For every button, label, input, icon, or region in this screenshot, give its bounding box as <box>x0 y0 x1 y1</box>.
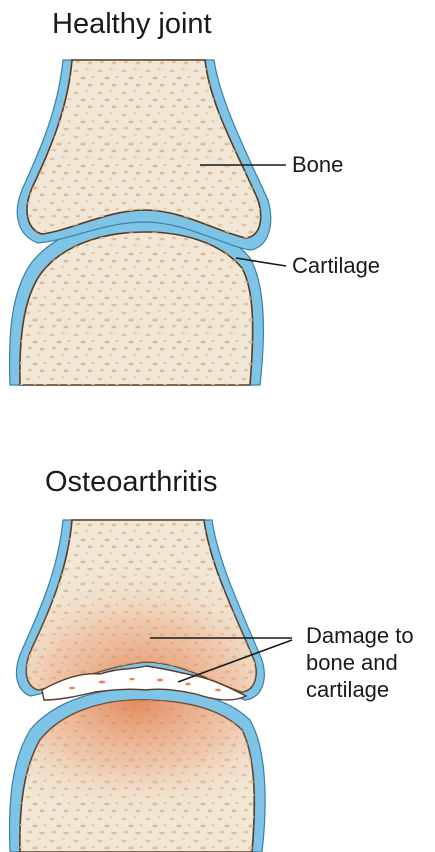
healthy-joint <box>10 60 286 385</box>
damage-label: Damage to bone and cartilage <box>306 622 434 703</box>
osteoarthritis-joint <box>10 520 292 852</box>
damage-label-line-3: cartilage <box>306 676 434 703</box>
cartilage-label: Cartilage <box>292 252 380 279</box>
damage-label-line-1: Damage to <box>306 622 434 649</box>
bone-label: Bone <box>292 151 343 178</box>
damage-label-line-2: bone and <box>306 649 434 676</box>
